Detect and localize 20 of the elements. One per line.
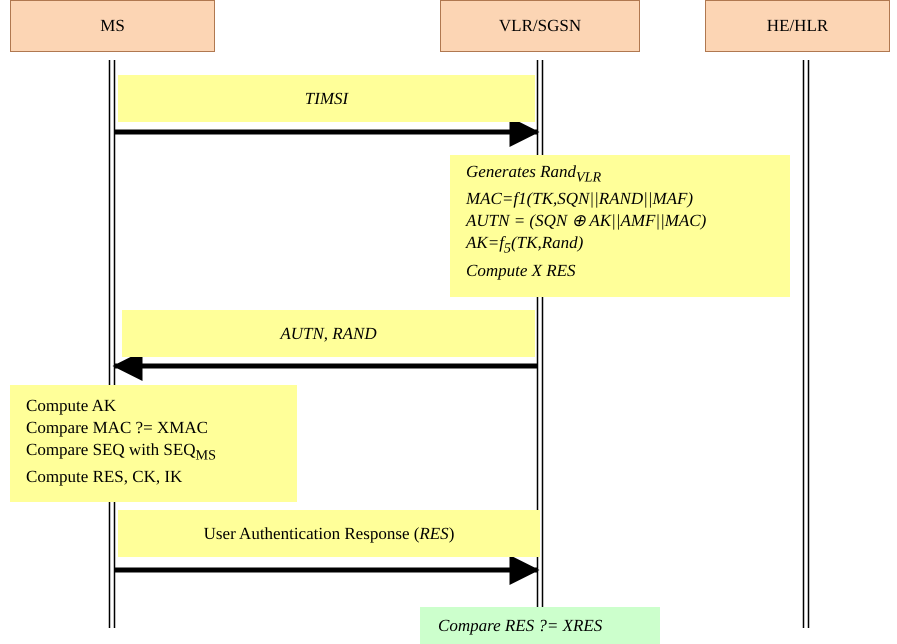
message-label: AUTN, RAND bbox=[122, 310, 535, 357]
message-label: User Authentication Response (RES) bbox=[118, 510, 540, 557]
message-arrow bbox=[115, 555, 540, 585]
note-text: Generates Rand$_{VLR}$ bbox=[466, 161, 602, 188]
note-box bbox=[10, 385, 297, 502]
note-text: Compare MAC ?= XMAC bbox=[26, 417, 209, 439]
note-text: Compute X RES bbox=[466, 260, 577, 282]
participant-box: VLR/SGSN bbox=[440, 0, 640, 52]
note-text: MAC=f1(TK,SQN||RAND||MAF) bbox=[466, 188, 694, 210]
note-text: Compute RES, CK, IK bbox=[26, 466, 184, 488]
participant-box: MS bbox=[10, 0, 215, 52]
message-label: TIMSI bbox=[118, 75, 535, 122]
note-text: AUTN = (SQN ⊕ AK||AMF||MAC) bbox=[466, 210, 708, 232]
note-text: AK=f$_{5}$(TK,Rand) bbox=[466, 232, 584, 259]
note-text: Compare RES ?= XRES bbox=[438, 615, 604, 637]
note-box bbox=[420, 607, 660, 644]
note-text: Compute AK bbox=[26, 395, 118, 417]
note-box bbox=[450, 155, 790, 297]
note-text: Compare SEQ with SEQ$_{MS}$ bbox=[26, 439, 217, 466]
participant-box: HE/HLR bbox=[705, 0, 890, 52]
